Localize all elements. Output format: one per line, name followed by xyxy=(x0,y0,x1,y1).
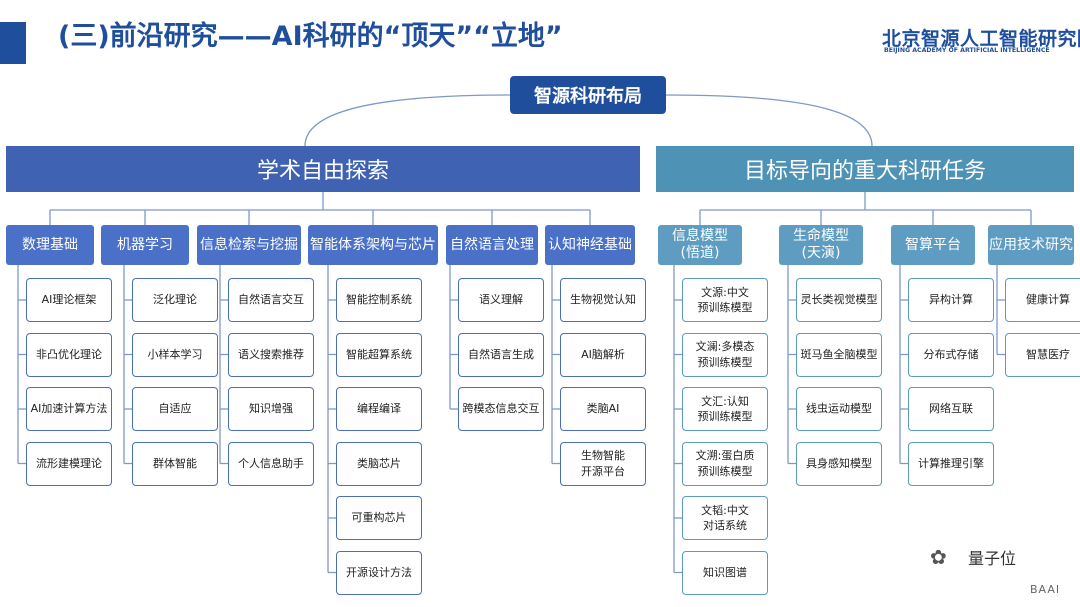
branch-goal-oriented-tasks: 目标导向的重大科研任务 xyxy=(656,146,1074,192)
page-title: (三)前沿研究——AI科研的“顶天”“立地” xyxy=(58,21,563,52)
leaf-right-1-3: 具身感知模型 xyxy=(796,441,882,486)
category-left-1: 机器学习 xyxy=(101,225,189,265)
category-right-2: 智算平台 xyxy=(891,225,975,265)
leaf-right-2-0: 异构计算 xyxy=(908,278,994,322)
leaf-left-1-2: 自适应 xyxy=(132,387,218,431)
category-left-2: 信息检索与挖掘 xyxy=(197,225,301,265)
leaf-right-1-1: 斑马鱼全脑模型 xyxy=(796,332,882,377)
leaf-right-3-1: 智慧医疗 xyxy=(1005,332,1080,377)
category-left-5: 认知神经基础 xyxy=(545,225,635,265)
institute-logo-cn: 北京智源人工智能研究院 xyxy=(882,28,1080,50)
leaf-left-0-0: AI理论框架 xyxy=(26,278,112,322)
leaf-left-1-3: 群体智能 xyxy=(132,441,218,486)
leaf-left-3-5: 开源设计方法 xyxy=(336,550,422,595)
leaf-right-0-4: 文韬:中文 对话系统 xyxy=(682,496,768,540)
leaf-left-5-1: AI脑解析 xyxy=(560,332,646,377)
leaf-right-1-2: 线虫运动模型 xyxy=(796,387,882,431)
category-right-1: 生命模型 (天演) xyxy=(779,225,863,265)
leaf-left-3-0: 智能控制系统 xyxy=(336,278,422,322)
leaf-left-3-2: 编程编译 xyxy=(336,387,422,431)
leaf-left-3-3: 类脑芯片 xyxy=(336,441,422,486)
leaf-left-5-2: 类脑AI xyxy=(560,387,646,431)
leaf-left-0-3: 流形建模理论 xyxy=(26,441,112,486)
category-right-0: 信息模型 (悟道) xyxy=(658,225,742,265)
category-left-3: 智能体系架构与芯片 xyxy=(308,225,438,265)
title-accent-bar xyxy=(0,22,26,64)
leaf-left-1-0: 泛化理论 xyxy=(132,278,218,322)
leaf-left-3-1: 智能超算系统 xyxy=(336,332,422,377)
leaf-left-2-2: 知识增强 xyxy=(228,387,314,431)
leaf-left-3-4: 可重构芯片 xyxy=(336,496,422,540)
root-to-right-arc xyxy=(665,94,873,147)
watermark-text: 量子位 xyxy=(968,549,1017,568)
leaf-right-0-2: 文汇:认知 预训练模型 xyxy=(682,387,768,431)
leaf-left-1-1: 小样本学习 xyxy=(132,332,218,377)
leaf-left-4-1: 自然语言生成 xyxy=(458,332,544,377)
leaf-right-2-3: 计算推理引擎 xyxy=(908,441,994,486)
baai-badge: BAAI xyxy=(1030,583,1061,596)
institute-logo-en: BEIJING ACADEMY OF ARTIFICIAL INTELLIGEN… xyxy=(884,47,1050,54)
leaf-left-2-3: 个人信息助手 xyxy=(228,441,314,486)
root-node: 智源科研布局 xyxy=(510,76,666,114)
leaf-right-0-3: 文溯:蛋白质 预训练模型 xyxy=(682,441,768,486)
category-left-4: 自然语言处理 xyxy=(446,225,538,265)
root-to-left-arc xyxy=(304,94,511,147)
leaf-left-2-0: 自然语言交互 xyxy=(228,278,314,322)
leaf-left-2-1: 语义搜索推荐 xyxy=(228,332,314,377)
leaf-left-4-0: 语义理解 xyxy=(458,278,544,322)
leaf-left-5-3: 生物智能 开源平台 xyxy=(560,441,646,486)
leaf-right-0-1: 文澜:多模态 预训练模型 xyxy=(682,332,768,377)
category-left-0: 数理基础 xyxy=(6,225,94,265)
leaf-right-2-1: 分布式存储 xyxy=(908,332,994,377)
leaf-right-0-5: 知识图谱 xyxy=(682,550,768,595)
category-right-3: 应用技术研究 xyxy=(988,225,1074,265)
wechat-icon: ✿ xyxy=(930,545,947,569)
leaf-right-1-0: 灵长类视觉模型 xyxy=(796,278,882,322)
leaf-left-4-2: 跨模态信息交互 xyxy=(458,387,544,431)
leaf-right-2-2: 网络互联 xyxy=(908,387,994,431)
leaf-left-0-2: AI加速计算方法 xyxy=(26,387,112,431)
leaf-left-0-1: 非凸优化理论 xyxy=(26,332,112,377)
leaf-right-0-0: 文源:中文 预训练模型 xyxy=(682,278,768,322)
leaf-right-3-0: 健康计算 xyxy=(1005,278,1080,322)
branch-academic-exploration: 学术自由探索 xyxy=(6,146,640,192)
leaf-left-5-0: 生物视觉认知 xyxy=(560,278,646,322)
